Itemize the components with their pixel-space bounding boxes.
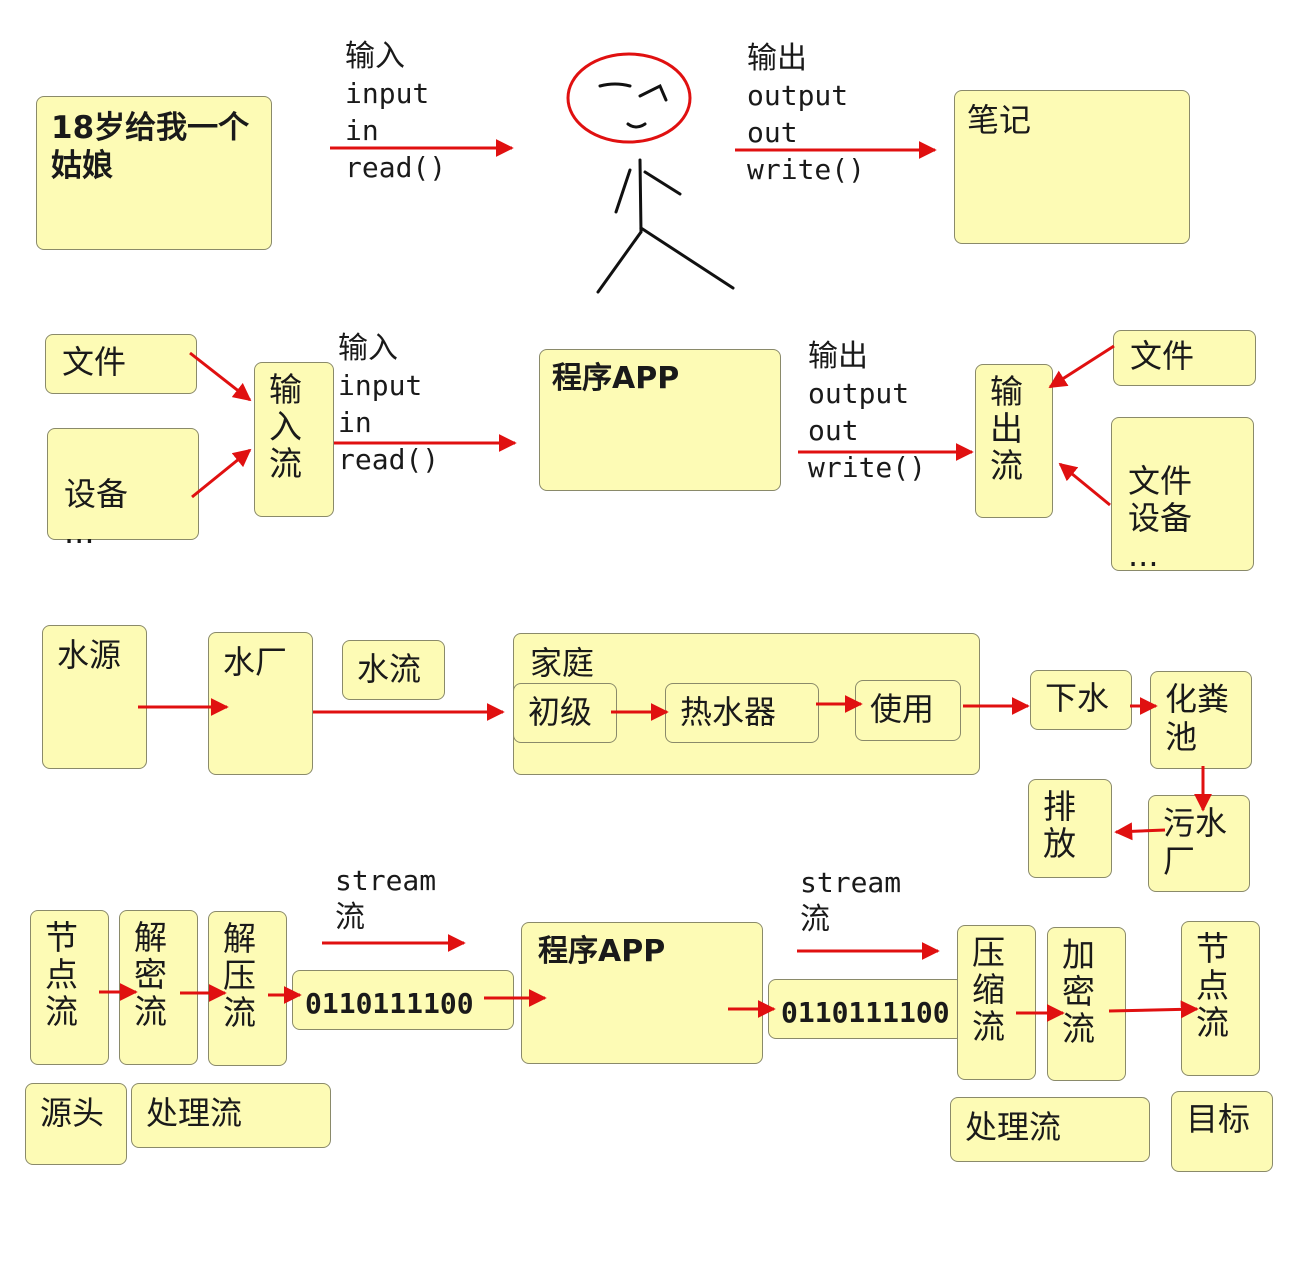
input-label-input: input <box>345 77 430 110</box>
encrypt-stream-text: 加密流 <box>1062 935 1095 1048</box>
stream-label-in: stream 流 <box>335 862 436 936</box>
process-label-left-text: 处理流 <box>146 1094 243 1132</box>
primary-text: 初级 <box>528 693 593 731</box>
arrow-output-stream-to-file <box>1048 344 1115 389</box>
program-app-box: 程序APP <box>539 349 781 491</box>
use-box: 使用 <box>855 680 961 741</box>
binary-out-text: 0110111100 <box>781 996 950 1029</box>
heater-text: 热水器 <box>680 693 777 731</box>
input-label-cn: 输入 <box>345 39 405 74</box>
head-circle-icon <box>566 52 692 144</box>
input-label-read: read() <box>345 151 447 184</box>
water-flow-text: 水流 <box>357 650 422 688</box>
person-figure-icon <box>566 52 735 294</box>
program-app-box-2: 程序APP <box>521 922 763 1064</box>
node-stream-text: 节点流 <box>45 918 78 1031</box>
family-text: 家庭 <box>530 644 595 682</box>
arrow-sewage-to-discharge <box>1114 822 1166 841</box>
input-label-group-2: 输入 input in read() <box>338 330 439 478</box>
arrow-file-to-input-stream <box>189 351 252 402</box>
source-label-box: 源头 <box>25 1083 127 1165</box>
output-label-cn-2: 输出 <box>808 339 868 374</box>
water-flow-box: 水流 <box>342 640 445 700</box>
decrypt-stream-text: 解密流 <box>134 918 167 1031</box>
decompress-stream-text: 解压流 <box>223 919 256 1032</box>
source-device-text: 设备 ... <box>64 475 129 551</box>
process-label-left-box: 处理流 <box>131 1083 331 1148</box>
source-file-text: 文件 <box>62 343 127 381</box>
process-label-right-text: 处理流 <box>965 1108 1062 1146</box>
program-app-text: 程序APP <box>552 361 680 396</box>
output-label-output-2: output <box>808 377 910 410</box>
target-file-note: 文件 <box>1113 330 1256 386</box>
output-label-output: output <box>747 79 849 112</box>
drain-box: 下水 <box>1030 670 1132 730</box>
compress-stream-text: 压缩流 <box>972 933 1005 1046</box>
heater-box: 热水器 <box>665 683 819 743</box>
stream-label-in-en: stream <box>335 864 437 897</box>
output-label-out: out <box>747 116 798 149</box>
discharge-box: 排放 <box>1028 779 1112 878</box>
input-label-group: 输入 input in read() <box>345 38 446 186</box>
stream-label-out-cn: 流 <box>800 902 830 937</box>
process-label-right-box: 处理流 <box>950 1097 1150 1162</box>
node-stream-out-box: 节点流 <box>1181 921 1260 1076</box>
target-label-box: 目标 <box>1171 1091 1273 1172</box>
source-label-text: 源头 <box>40 1094 105 1132</box>
input-label-input-2: input <box>338 369 423 402</box>
source-note-text: 18岁给我一个姑娘 <box>51 110 250 184</box>
input-stream-box: 输入流 <box>254 362 334 517</box>
source-note: 18岁给我一个姑娘 <box>36 96 272 250</box>
node-stream-box: 节点流 <box>30 910 109 1065</box>
water-source-box: 水源 <box>42 625 147 769</box>
target-note: 笔记 <box>954 90 1190 244</box>
stream-label-out: stream 流 <box>800 864 901 938</box>
drain-text: 下水 <box>1045 679 1110 717</box>
output-label-cn: 输出 <box>747 41 807 76</box>
node-stream-out-text: 节点流 <box>1196 929 1229 1042</box>
target-label-text: 目标 <box>1186 1100 1251 1138</box>
binary-in-box: 0110111100 <box>292 970 514 1030</box>
arrow-encrypt-to-node <box>1108 1000 1199 1019</box>
water-plant-text: 水厂 <box>223 643 288 681</box>
output-label-group-2: 输出 output out write() <box>808 338 926 486</box>
output-stream-box: 输出流 <box>975 364 1053 518</box>
input-label-read-2: read() <box>338 443 440 476</box>
binary-out-box: 0110111100 <box>768 979 964 1039</box>
input-label-in: in <box>345 114 379 147</box>
output-stream-text: 输出流 <box>990 372 1023 485</box>
arrow-device-to-input-stream <box>191 448 252 499</box>
septic-text: 化粪池 <box>1165 680 1230 756</box>
output-label-write: write() <box>747 153 866 186</box>
input-label-cn-2: 输入 <box>338 331 398 366</box>
output-label-write-2: write() <box>808 451 927 484</box>
target-device-note: 文件 设备 ... <box>1111 417 1254 574</box>
output-label-group: 输出 output out write() <box>747 40 865 188</box>
septic-box: 化粪池 <box>1150 671 1252 769</box>
source-file-note: 文件 <box>45 334 197 394</box>
sewage-plant-text: 污水厂 <box>1163 804 1228 880</box>
input-label-in-2: in <box>338 406 372 439</box>
stream-label-out-en: stream <box>800 866 902 899</box>
discharge-text: 排放 <box>1043 787 1076 863</box>
output-label-out-2: out <box>808 414 859 447</box>
compress-stream-box: 压缩流 <box>957 925 1036 1080</box>
arrow-output-stream-to-device <box>1058 462 1111 507</box>
target-device-text: 文件 设备 ... <box>1128 462 1193 574</box>
use-text: 使用 <box>870 690 935 728</box>
source-device-note: 设备 ... <box>47 428 199 551</box>
program-app-text-2: 程序APP <box>538 934 666 969</box>
input-stream-text: 输入流 <box>269 370 302 483</box>
water-source-text: 水源 <box>57 636 122 674</box>
target-file-text: 文件 <box>1130 337 1195 375</box>
binary-in-text: 0110111100 <box>305 987 474 1020</box>
target-note-text: 笔记 <box>967 101 1032 139</box>
stream-label-in-cn: 流 <box>335 900 365 935</box>
